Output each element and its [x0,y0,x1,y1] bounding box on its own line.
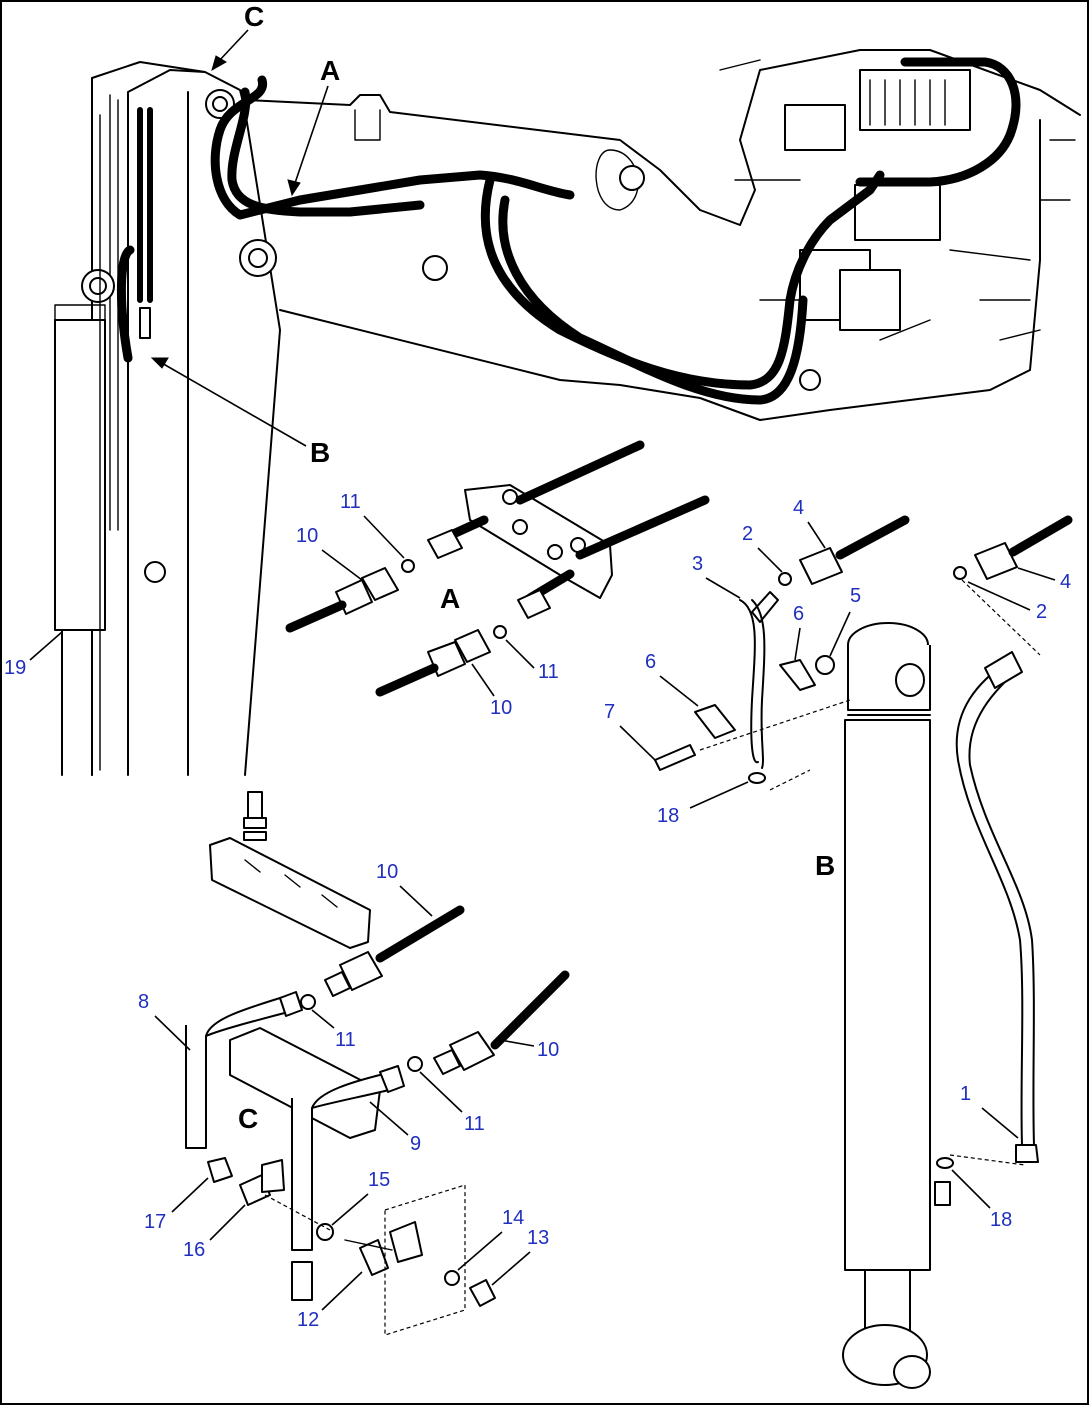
o-ring-11-c-upper [300,994,316,1010]
tube-3-elbow [751,591,779,623]
hose-bucket [116,245,135,363]
seal-18-lower [936,1157,954,1169]
callout-11-c-upper: 11 [335,1029,356,1051]
detail-c-bolt [247,791,263,821]
callout-3: 3 [692,553,703,575]
callout-7: 7 [604,701,615,723]
view-b-label-main: B [310,437,330,468]
callout-1: 1 [960,1083,971,1105]
detail-a-hose-upper [515,440,645,505]
tube-3 [739,599,759,764]
detail-b-cylinder [844,719,931,1271]
fitting-10-c-lower [449,1031,495,1071]
detail-c-upper-clamp [209,837,371,949]
callout-8: 8 [138,991,149,1013]
view-b-label-detail: B [815,850,835,881]
detail-a-clamp-block [464,484,613,599]
fitting-10-c-upper [339,951,383,991]
clamp-6-upper [779,659,816,691]
main-boom-assembly [54,49,1081,776]
o-ring-2-right [953,566,967,580]
part-number-callouts: 1 2 2 3 4 4 5 6 6 7 8 9 10 10 [4,491,1071,1331]
fitting-10-upper [361,567,399,601]
callout-10-a-lower: 10 [490,697,512,719]
fitting-10-lower [454,629,491,663]
washer-14 [444,1270,460,1286]
callout-2-right: 2 [1036,601,1047,623]
detail-c: C [185,791,570,1336]
callout-10-c-upper: 10 [376,861,398,883]
detail-a: A [285,440,710,697]
washer-15 [316,1223,334,1241]
callout-4-upper: 4 [793,497,804,519]
callout-19: 19 [4,657,26,679]
plate-12 [359,1239,389,1276]
cap-5 [815,655,835,675]
seal-18-upper [748,772,766,784]
callout-17: 17 [144,1211,166,1233]
callout-10-a-upper: 10 [296,525,318,547]
clamp-6-lower [694,704,736,739]
callout-11-a-lower: 11 [538,661,559,683]
callout-13: 13 [527,1227,549,1249]
detail-c-lower-clamp [229,1027,381,1139]
callout-4-right: 4 [1060,571,1071,593]
view-a-label-main: A [320,55,340,86]
view-c-label-detail: C [238,1103,258,1134]
bolt-7 [654,744,696,771]
hose-boom-main [480,170,885,390]
o-ring-2-upper [778,572,792,586]
callout-12: 12 [297,1309,319,1331]
o-ring-11-lower [493,625,507,639]
bucket-cylinder [54,319,106,631]
fitting-4-right [974,542,1018,580]
dipper-arm [91,69,281,776]
tube-1 [955,659,1024,1146]
callout-16: 16 [183,1239,205,1261]
callout-6-lower: 6 [645,651,656,673]
callout-11-a-upper: 11 [340,491,361,513]
callout-15: 15 [368,1169,390,1191]
callout-6-upper: 6 [793,603,804,625]
callout-10-c-lower: 10 [537,1039,559,1061]
nut-13 [469,1279,496,1307]
hose-valve-loop [855,57,1021,187]
callout-11-c-lower: 11 [464,1113,485,1135]
callout-14: 14 [502,1207,524,1229]
detail-b: B [654,515,1073,1389]
view-callouts: C A B [150,1,340,468]
boom [244,49,1081,421]
o-ring-11-c-lower [407,1056,423,1072]
o-ring-11-upper [401,559,415,573]
view-a-label-detail: A [440,583,460,614]
callout-18-lower: 18 [990,1209,1012,1231]
nut-17 [207,1157,233,1183]
fitting-4-upper [799,547,843,585]
callout-2-upper: 2 [742,523,753,545]
callout-18-upper: 18 [657,805,679,827]
view-c-label-main: C [244,1,264,32]
callout-5: 5 [850,585,861,607]
callout-9: 9 [410,1133,421,1155]
detail-c-hose-upper [375,905,465,963]
